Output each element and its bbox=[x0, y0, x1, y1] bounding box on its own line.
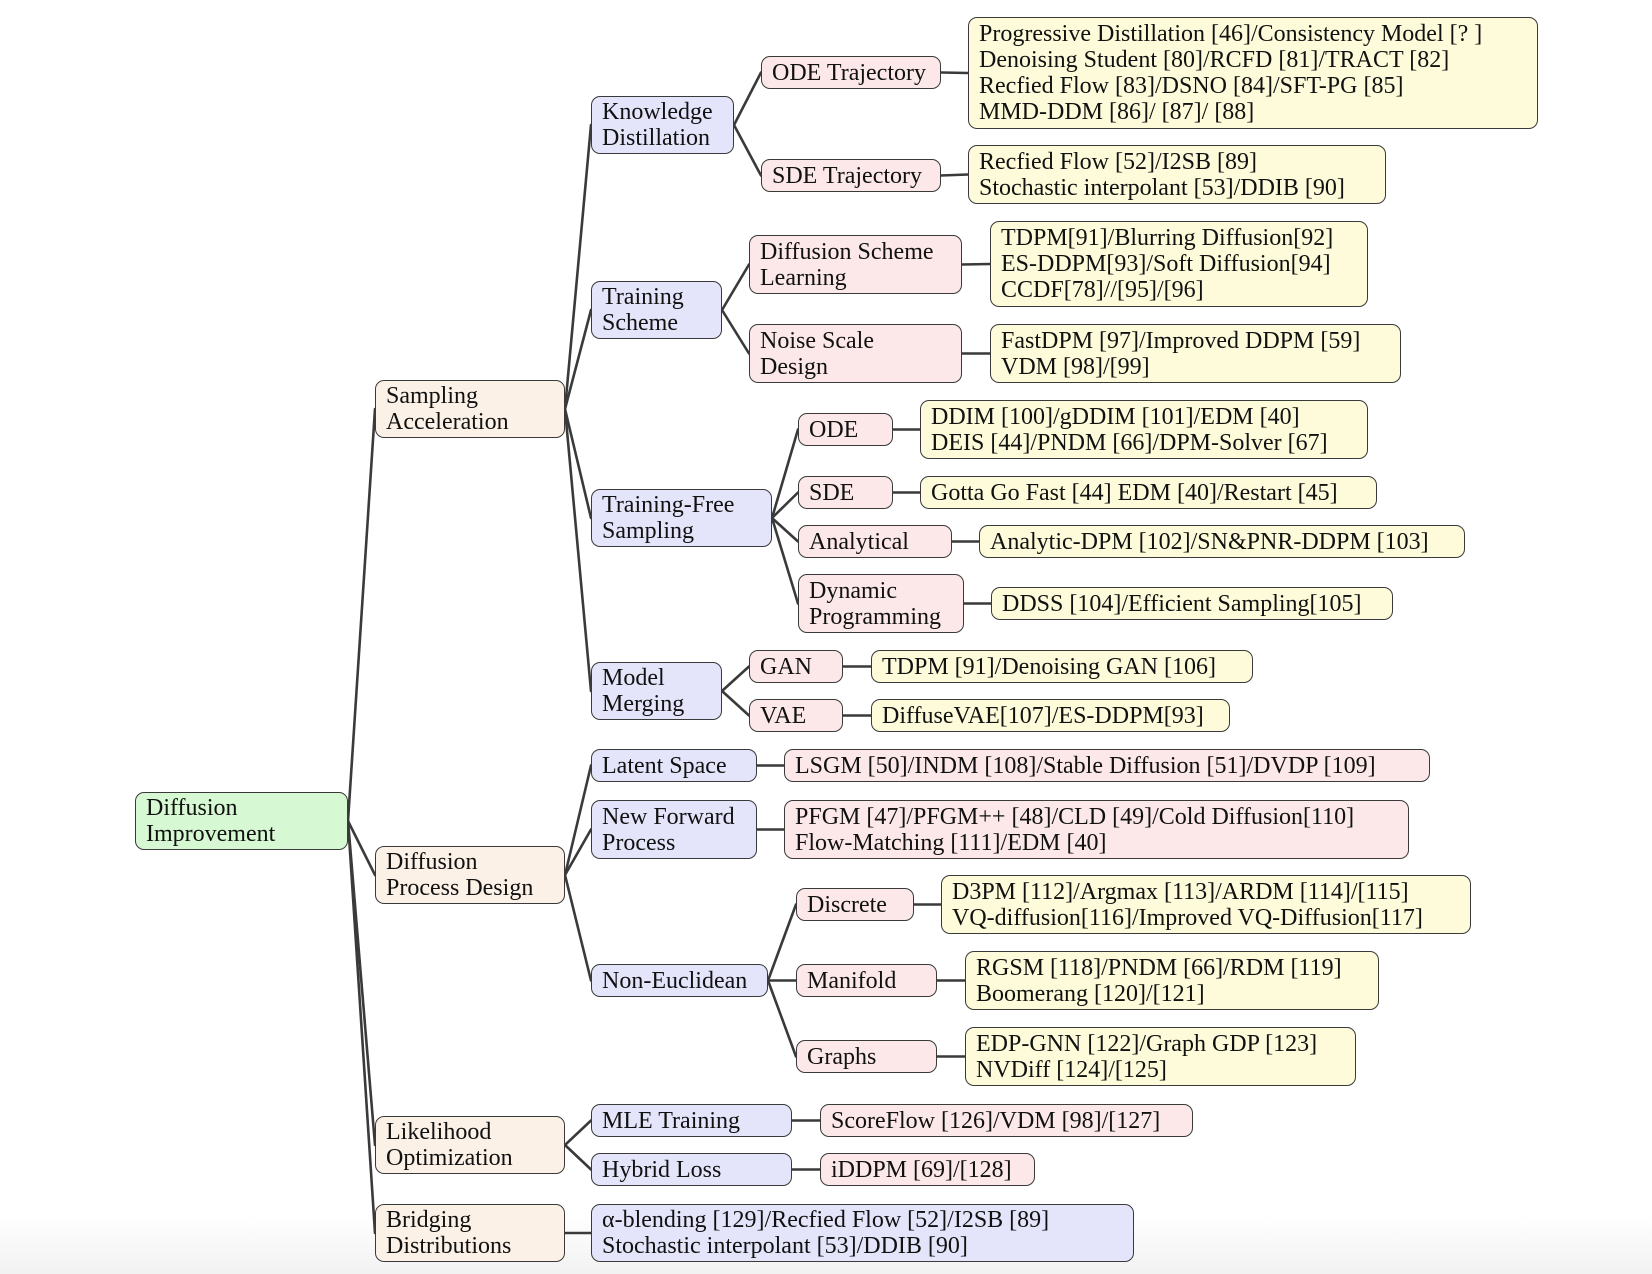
node-graphs: Graphs bbox=[796, 1040, 937, 1073]
edge-node-graphs bbox=[766, 979, 798, 1058]
refs-vae: DiffuseVAE[107]/ES-DDPM[93] bbox=[871, 699, 1230, 732]
node-sde: SDE bbox=[798, 476, 893, 509]
edge-node-bridging-distributions bbox=[346, 819, 377, 1235]
node-analytical: Analytical bbox=[798, 525, 952, 558]
refs-new-forward-process: PFGM [47]/PFGM++ [48]/CLD [49]/Cold Diff… bbox=[784, 800, 1409, 859]
edge-node-mle-training bbox=[563, 1119, 593, 1147]
edge-node-latent-space bbox=[563, 764, 593, 877]
edge-node-gan bbox=[720, 665, 751, 693]
edge-node-diffusion-process-design bbox=[346, 819, 377, 877]
edge-node-training-free-sampling bbox=[563, 407, 593, 520]
node-training-free-sampling: Training-Free Sampling bbox=[591, 489, 772, 547]
edge-node-hybrid-loss bbox=[563, 1143, 593, 1171]
refs-mle-training: ScoreFlow [126]/VDM [98]/[127] bbox=[820, 1104, 1193, 1137]
refs-dynamic-programming: DDSS [104]/Efficient Sampling[105] bbox=[991, 587, 1393, 620]
refs-ode-trajectory: Progressive Distillation [46]/Consistenc… bbox=[968, 17, 1538, 129]
node-diffusion-improvement: Diffusion Improvement bbox=[135, 792, 348, 850]
edge-node-sde bbox=[770, 491, 800, 520]
edge-node-diffusion-scheme-learning bbox=[720, 263, 751, 312]
edge-node-analytical bbox=[770, 516, 800, 543]
edge-node-new-forward-process bbox=[563, 828, 593, 877]
edge-node-model-merging bbox=[563, 407, 593, 693]
node-dynamic-programming: Dynamic Programming bbox=[798, 574, 964, 633]
node-discrete: Discrete bbox=[796, 888, 914, 921]
refs-noise-scale-design: FastDPM [97]/Improved DDPM [59] VDM [98]… bbox=[990, 324, 1401, 383]
refs-sde-trajectory: Recfied Flow [52]/I2SB [89] Stochastic i… bbox=[968, 145, 1386, 204]
refs-discrete: D3PM [112]/Argmax [113]/ARDM [114]/[115]… bbox=[941, 875, 1471, 934]
edge-refs-ode-trajectory bbox=[939, 71, 970, 75]
refs-latent-space: LSGM [50]/INDM [108]/Stable Diffusion [5… bbox=[784, 749, 1430, 782]
node-hybrid-loss: Hybrid Loss bbox=[591, 1153, 792, 1186]
node-latent-space: Latent Space bbox=[591, 749, 757, 782]
refs-graphs: EDP-GNN [122]/Graph GDP [123] NVDiff [12… bbox=[965, 1027, 1356, 1086]
edge-refs-diffusion-scheme-learning bbox=[960, 262, 992, 266]
refs-analytical: Analytic-DPM [102]/SN&PNR-DDPM [103] bbox=[979, 525, 1465, 558]
edge-node-sde-trajectory bbox=[732, 123, 763, 177]
edge-node-training-scheme bbox=[563, 308, 593, 411]
edge-node-ode-trajectory bbox=[732, 71, 763, 127]
node-sde-trajectory: SDE Trajectory bbox=[761, 159, 941, 192]
edge-node-sampling-acceleration bbox=[346, 407, 377, 823]
refs-bridging-distributions: α-blending [129]/Recfied Flow [52]/I2SB … bbox=[591, 1204, 1134, 1262]
node-knowledge-distillation: Knowledge Distillation bbox=[591, 96, 734, 154]
refs-gan: TDPM [91]/Denoising GAN [106] bbox=[871, 650, 1253, 683]
refs-ode: DDIM [100]/gDDIM [101]/EDM [40] DEIS [44… bbox=[920, 400, 1368, 459]
edge-refs-sde-trajectory bbox=[939, 173, 970, 177]
node-vae: VAE bbox=[749, 699, 843, 732]
edge-node-non-euclidean bbox=[563, 873, 593, 982]
node-ode: ODE bbox=[798, 413, 893, 446]
node-noise-scale-design: Noise Scale Design bbox=[749, 324, 962, 383]
node-manifold: Manifold bbox=[796, 964, 937, 997]
refs-sde: Gotta Go Fast [44] EDM [40]/Restart [45] bbox=[920, 476, 1377, 509]
edge-node-dynamic-programming bbox=[770, 516, 800, 605]
node-gan: GAN bbox=[749, 650, 843, 683]
refs-manifold: RGSM [118]/PNDM [66]/RDM [119] Boomerang… bbox=[965, 951, 1379, 1010]
node-training-scheme: Training Scheme bbox=[591, 281, 722, 339]
node-model-merging: Model Merging bbox=[591, 662, 722, 720]
node-ode-trajectory: ODE Trajectory bbox=[761, 56, 941, 89]
node-bridging-distributions: Bridging Distributions bbox=[375, 1204, 565, 1262]
edge-node-ode bbox=[770, 428, 800, 520]
node-diffusion-process-design: Diffusion Process Design bbox=[375, 846, 565, 904]
refs-hybrid-loss: iDDPM [69]/[128] bbox=[820, 1153, 1035, 1186]
edge-node-discrete bbox=[766, 903, 798, 982]
refs-diffusion-scheme-learning: TDPM[91]/Blurring Diffusion[92] ES-DDPM[… bbox=[990, 221, 1368, 307]
edge-node-vae bbox=[720, 689, 751, 717]
node-mle-training: MLE Training bbox=[591, 1104, 792, 1137]
node-sampling-acceleration: Sampling Acceleration bbox=[375, 380, 565, 438]
edge-node-knowledge-distillation bbox=[563, 123, 593, 411]
node-non-euclidean: Non-Euclidean bbox=[591, 964, 768, 997]
node-new-forward-process: New Forward Process bbox=[591, 800, 757, 859]
edge-node-noise-scale-design bbox=[720, 308, 751, 355]
node-likelihood-optimization: Likelihood Optimization bbox=[375, 1116, 565, 1174]
node-diffusion-scheme-learning: Diffusion Scheme Learning bbox=[749, 235, 962, 294]
